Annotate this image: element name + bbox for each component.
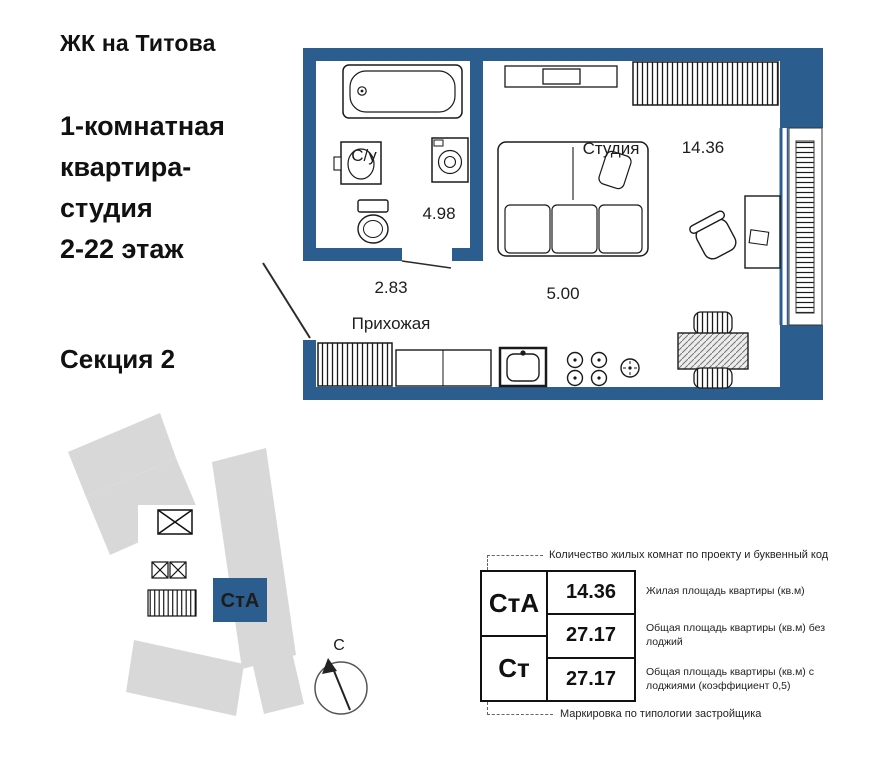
balcony-window	[779, 128, 789, 325]
section-title: Секция 2	[60, 344, 176, 374]
legend-code-secondary: Ст	[498, 653, 530, 683]
unit-code-label: СтА	[221, 590, 260, 612]
site-plan: СтА С	[68, 413, 368, 716]
washing-machine	[431, 137, 469, 183]
apartment-type-line-3: студия	[60, 193, 153, 223]
dining-chair-bottom	[693, 367, 733, 389]
complex-title: ЖК на Титова	[60, 30, 216, 56]
sofa	[497, 141, 649, 257]
legend-value-total-area-loggia: 27.17	[548, 656, 634, 700]
room-area-bathroom: 4.98	[422, 204, 455, 223]
north-label: С	[333, 637, 345, 654]
legend-bottom-connector-h	[487, 714, 553, 715]
wardrobe-hatch-studio	[632, 61, 779, 106]
desk-chair	[689, 210, 737, 260]
room-area-kitchen-zone: 5.00	[546, 284, 579, 303]
washbasin	[333, 141, 382, 185]
legend-desc-living-area: Жилая площадь квартиры (кв.м)	[646, 585, 805, 597]
kitchen-sink	[498, 346, 548, 388]
kitchen-counter	[395, 349, 492, 387]
apartment-type-line-1: 1-комнатная	[60, 111, 225, 141]
dining-chair-top	[693, 311, 733, 335]
legend-value-total-area: 27.17	[548, 613, 634, 656]
room-label-bathroom: С/у	[351, 146, 377, 165]
plan-walls	[303, 48, 823, 400]
room-label-hallway: Прихожая	[352, 314, 431, 333]
legend-table: СтА Ст 14.36 27.17 27.17	[480, 570, 636, 702]
floor-plan: С/у 4.98 Студия 14.36 2.83 Прихожая 5.00	[262, 48, 823, 400]
room-area-studio: 14.36	[682, 138, 725, 157]
room-label-studio: Студия	[583, 139, 640, 158]
entrance-door-leaf	[262, 262, 311, 339]
dining-table	[677, 332, 749, 370]
dining-set	[677, 311, 749, 389]
unit-shaft-icons	[151, 561, 187, 579]
legend-code-column: СтА Ст	[482, 572, 548, 700]
room-area-hallway: 2.83	[374, 278, 407, 297]
legend-top-connector-h	[487, 555, 543, 556]
legend-code-primary: СтА	[482, 572, 546, 637]
legend-top-connector-v	[487, 555, 488, 570]
apartment-type-line-2: квартира-	[60, 152, 192, 182]
apartment-type-line-4: 2-22 этаж	[60, 234, 184, 264]
legend-bottom-connector-v	[487, 702, 488, 715]
legend-desc-total-area: Общая площадь квартиры (кв.м) без лоджий	[646, 622, 826, 648]
bathtub	[342, 64, 463, 119]
toilet	[357, 199, 389, 244]
tv-console	[504, 65, 618, 88]
unit-code-badge: СтА	[213, 578, 267, 622]
building-outline	[68, 413, 304, 716]
desk	[744, 195, 781, 269]
apartment-type-block: 1-комнатная квартира- студия 2-22 этаж	[60, 106, 225, 270]
legend-value-column: 14.36 27.17 27.17	[548, 572, 634, 700]
unit-stairs-icon	[147, 589, 197, 617]
extractor-fan	[620, 358, 640, 378]
wardrobe-hatch-hall	[317, 342, 393, 387]
legend-value-living-area: 14.36	[565, 581, 617, 604]
unit-window-icon	[157, 509, 193, 535]
legend-desc-total-area-loggia: Общая площадь квартиры (кв.м) с лоджиями…	[646, 666, 814, 692]
north-arrow: С	[314, 637, 368, 715]
balcony	[788, 127, 823, 326]
stove-burners	[566, 351, 608, 387]
bathroom-door-leaf	[401, 260, 452, 269]
legend-bottom-note: Маркировка по типологии застройщика	[560, 708, 762, 720]
legend-top-note: Количество жилых комнат по проекту и бук…	[549, 549, 829, 561]
